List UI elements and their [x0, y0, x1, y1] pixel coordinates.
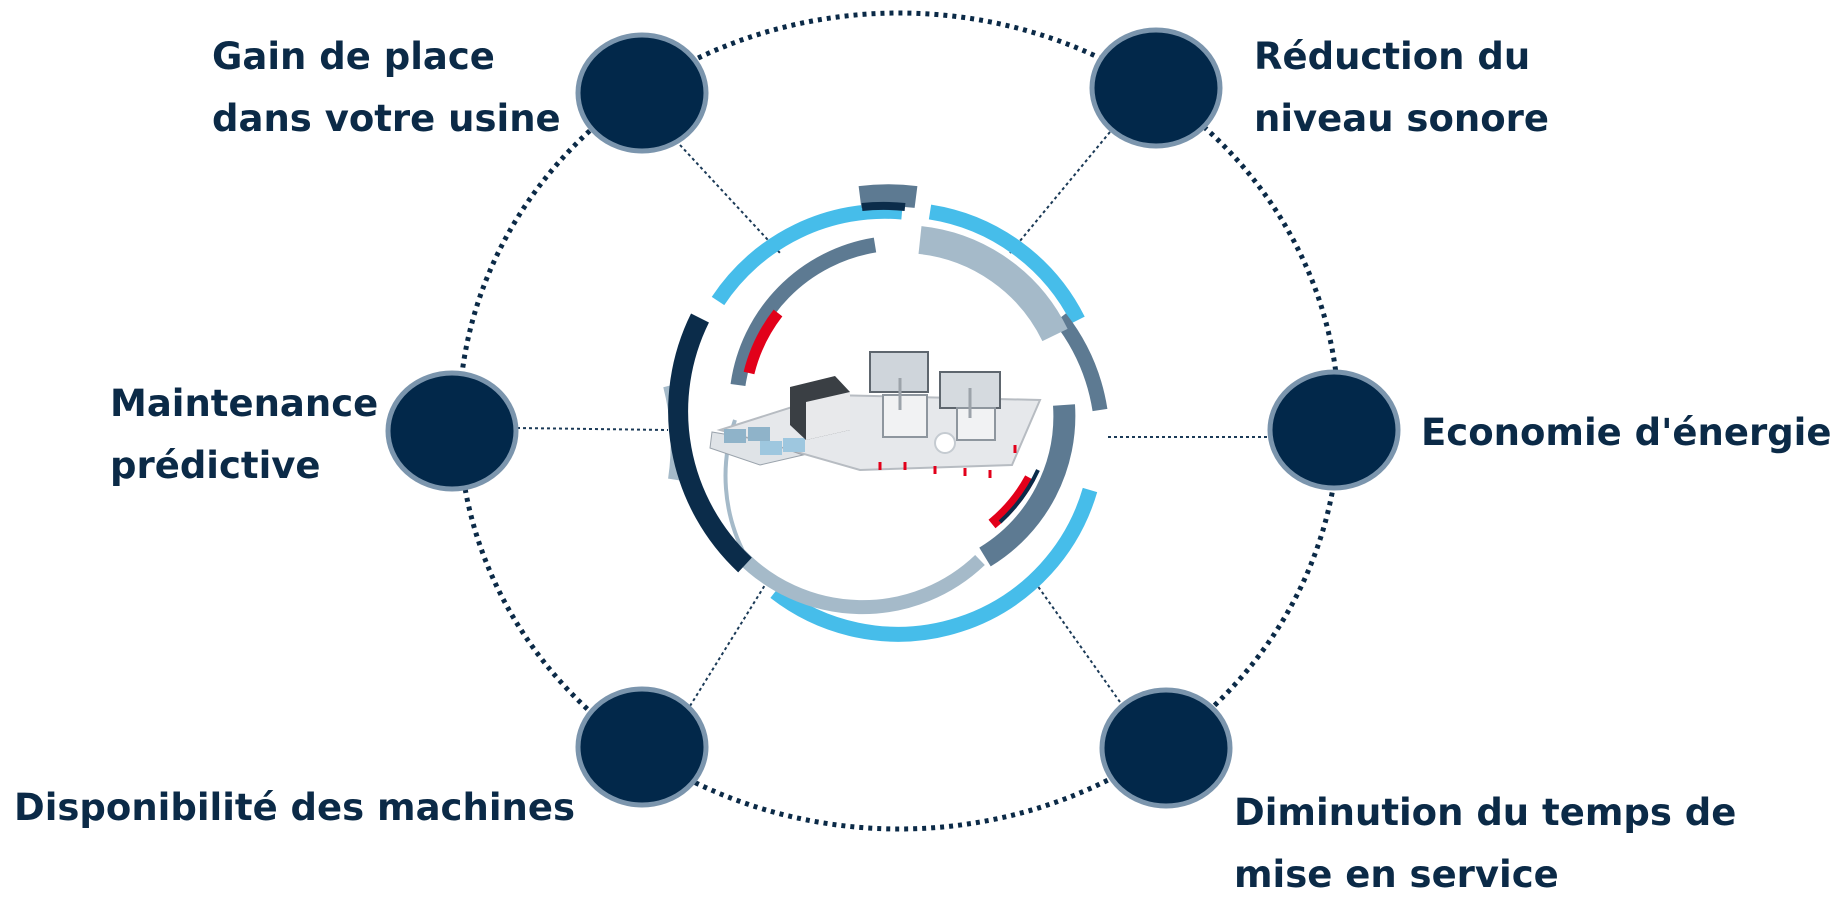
spoke-maintenance [516, 427, 669, 431]
ring-segment [1054, 313, 1108, 412]
ring-segment [861, 201, 906, 211]
ring-segment [979, 404, 1076, 567]
ring-segment [734, 550, 985, 615]
label-availability: Disponibilité des machines [14, 777, 575, 839]
label-maintenance: Maintenance prédictive [110, 373, 378, 497]
node-space [575, 32, 709, 154]
ring-segment [988, 475, 1035, 529]
spoke-availability [689, 584, 766, 707]
nodes [385, 27, 1401, 809]
label-line: prédictive [110, 444, 321, 487]
ring-segment [998, 469, 1040, 524]
label-noise: Réduction du niveau sonore [1254, 26, 1549, 150]
label-commissioning: Diminution du temps de mise en service [1234, 782, 1736, 906]
ring-segment [668, 313, 752, 573]
label-line: Economie d'énergie [1421, 411, 1832, 454]
label-line: niveau sonore [1254, 97, 1549, 140]
ring-segment [928, 204, 1085, 324]
ring-segment [770, 487, 1098, 642]
ring-segment [711, 203, 903, 306]
ring-segment [858, 184, 918, 208]
label-line: Maintenance [110, 382, 379, 425]
node-energy [1267, 369, 1401, 491]
label-energy: Economie d'énergie [1421, 402, 1831, 464]
center-ring-graphic [663, 184, 1108, 642]
label-line: dans votre usine [212, 97, 561, 140]
node-commissioning [1099, 687, 1233, 809]
spoke-noise [1009, 131, 1111, 254]
label-line: Réduction du [1254, 35, 1531, 78]
node-maintenance [385, 370, 519, 492]
label-line: Diminution du temps de [1234, 791, 1737, 834]
label-line: Gain de place [212, 35, 495, 78]
ring-segment [730, 237, 877, 387]
label-line: mise en service [1234, 853, 1559, 896]
label-line: Disponibilité des machines [14, 786, 575, 829]
node-availability [575, 686, 709, 808]
spoke-space [679, 144, 781, 254]
node-noise [1089, 27, 1223, 149]
ring-segment [918, 226, 1068, 342]
label-space: Gain de place dans votre usine [212, 26, 561, 150]
ring-segment [743, 309, 783, 375]
spoke-commissioning [1031, 577, 1121, 703]
spokes [516, 131, 1268, 707]
factory-floor-illustration-icon [709, 351, 1042, 478]
